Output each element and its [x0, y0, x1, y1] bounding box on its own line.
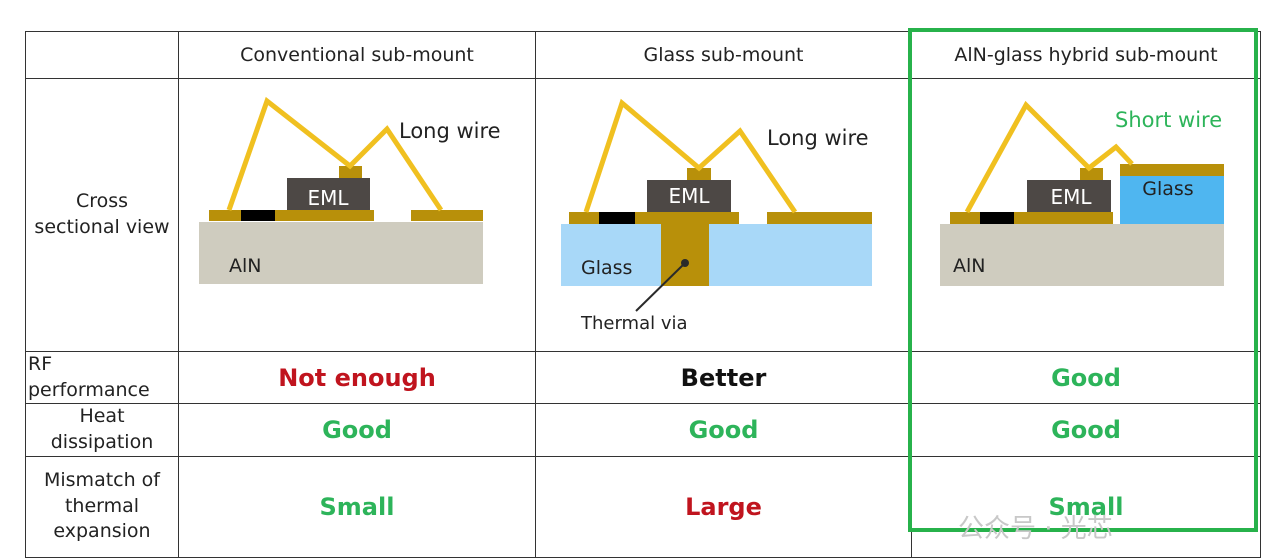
- eml-chip: [1027, 180, 1111, 212]
- wire-label: Long wire: [399, 119, 501, 143]
- eml-label: EML: [1050, 185, 1092, 209]
- gold-pad-right: [411, 210, 483, 221]
- mismatch-glass: Large: [535, 455, 912, 558]
- glass-top-pad: [1120, 164, 1224, 176]
- gold-pad-left: [950, 212, 1113, 224]
- glass-diagram: EML Long wire Glass Thermal via: [561, 98, 872, 334]
- thermal-via-label: Thermal via: [580, 313, 688, 334]
- header-conventional: Conventional sub-mount: [178, 31, 536, 79]
- hybrid-diagram-cell: EML Glass Short wire AlN: [911, 78, 1261, 352]
- glass-block: [1120, 176, 1224, 224]
- black-strip: [599, 212, 635, 224]
- glass-label: Glass: [1142, 178, 1193, 200]
- cross-section-row: Cross sectional view EML Long wire AlN: [25, 78, 1261, 352]
- aln-substrate: [940, 224, 1224, 286]
- aln-label: AlN: [229, 255, 262, 277]
- gold-pad-left: [209, 210, 374, 221]
- eml-bond-pad: [339, 166, 362, 178]
- wire-label: Long wire: [767, 126, 869, 150]
- rf-row: RF performance Not enough Better Good: [25, 350, 1261, 405]
- comparison-table: Conventional sub-mount Glass sub-mount A…: [25, 31, 1261, 558]
- eml-chip: [647, 180, 731, 212]
- header-corner: [25, 31, 179, 79]
- aln-substrate: [199, 222, 483, 284]
- header-row: Conventional sub-mount Glass sub-mount A…: [25, 31, 1261, 79]
- glass-substrate: [561, 224, 872, 286]
- heat-glass: Good: [535, 403, 912, 457]
- header-hybrid: AlN-glass hybrid sub-mount: [911, 31, 1261, 79]
- rf-glass: Better: [535, 350, 912, 405]
- gold-pad-right: [767, 212, 872, 224]
- glass-diagram-cell: EML Long wire Glass Thermal via: [535, 78, 912, 352]
- heat-conventional: Good: [178, 403, 536, 457]
- wire-label: Short wire: [1115, 108, 1222, 132]
- short-wire: [964, 100, 1134, 214]
- watermark: 公众号 · 光芯: [958, 514, 1113, 544]
- glass-label: Glass: [581, 257, 632, 279]
- mismatch-label: Mismatch of thermal expansion: [25, 455, 179, 558]
- heat-label: Heat dissipation: [25, 403, 179, 457]
- eml-bond-pad: [687, 168, 711, 180]
- thermal-via: [661, 224, 709, 286]
- heat-hybrid: Good: [911, 403, 1261, 457]
- mismatch-conventional: Small: [178, 455, 536, 558]
- conventional-diagram-cell: EML Long wire AlN: [178, 78, 536, 352]
- hybrid-diagram: EML Glass Short wire AlN: [940, 100, 1224, 286]
- aln-label: AlN: [953, 255, 986, 277]
- mismatch-hybrid: Small: [911, 455, 1261, 558]
- eml-label: EML: [668, 184, 710, 208]
- conventional-diagram: EML Long wire AlN: [199, 96, 501, 284]
- black-strip: [241, 210, 275, 221]
- rf-conventional: Not enough: [178, 350, 536, 405]
- long-wire: [583, 98, 798, 214]
- heat-row: Heat dissipation Good Good Good: [25, 403, 1261, 457]
- rf-hybrid: Good: [911, 350, 1261, 405]
- cross-section-label: Cross sectional view: [25, 78, 179, 352]
- eml-bond-pad: [1080, 168, 1103, 180]
- long-wire: [226, 96, 444, 212]
- thermal-via-leader: [635, 262, 686, 312]
- eml-label: EML: [307, 186, 349, 210]
- header-glass: Glass sub-mount: [535, 31, 912, 79]
- rf-label: RF performance: [25, 350, 179, 405]
- black-strip: [980, 212, 1014, 224]
- gold-pad-left: [569, 212, 739, 224]
- mismatch-row: Mismatch of thermal expansion Small Larg…: [25, 455, 1261, 558]
- eml-chip: [287, 178, 370, 210]
